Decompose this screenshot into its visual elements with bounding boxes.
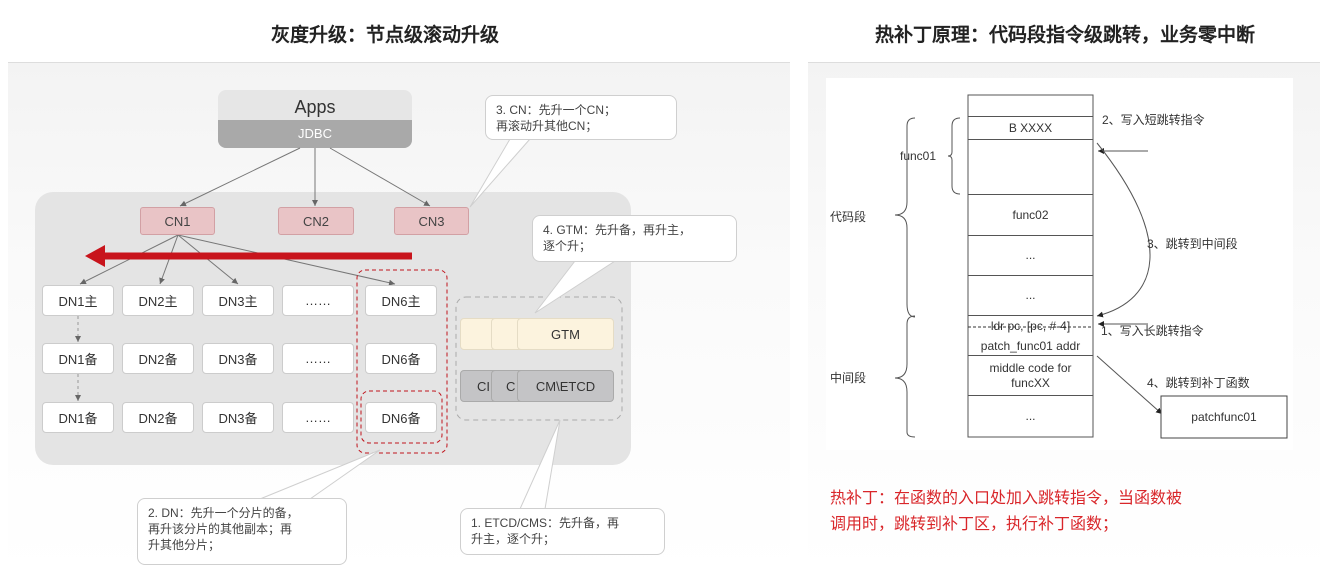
memory-cell: ldr pc, [pc, #-4]	[990, 319, 1071, 333]
callout-cn: 3. CN：先升一个CN； 再滚动升其他CN；	[485, 95, 677, 140]
memory-cell: middle code for funcXX	[968, 356, 1093, 396]
callout-etcd: 1. ETCD/CMS：先升备，再 升主，逐个升；	[460, 508, 665, 555]
dn-node: ……	[282, 402, 354, 433]
dn-node: DN1备	[42, 402, 114, 433]
dn-node: DN1主	[42, 285, 114, 316]
dn-node: DN3备	[202, 402, 274, 433]
func01-label: func01	[900, 149, 937, 163]
dn-node: DN6备	[365, 343, 437, 374]
cn3-node: CN3	[394, 207, 469, 235]
memory-cell: B XXXX	[968, 117, 1093, 140]
cm-etcd-card: CM\ETCD	[517, 370, 614, 402]
middle-segment-label: 中间段	[830, 371, 867, 385]
step3-label: 3、跳转到中间段	[1147, 237, 1238, 251]
patchfunc01-box: patchfunc01	[1191, 410, 1257, 424]
memory-cell: patch_func01 addr	[968, 337, 1093, 356]
step2-label: 2、写入短跳转指令	[1102, 113, 1205, 127]
dn-node: ……	[282, 343, 354, 374]
step1-label: 1、写入长跳转指令	[1101, 324, 1204, 338]
dn-node: DN2备	[122, 343, 194, 374]
hot-patch-note-1: 热补丁：在函数的入口处加入跳转指令，当函数被	[830, 490, 1183, 507]
dn-node: DN6主	[365, 285, 437, 316]
cn1-node: CN1	[140, 207, 215, 235]
dn-node: ……	[282, 285, 354, 316]
cn2-node: CN2	[278, 207, 354, 235]
dn-node: DN1备	[42, 343, 114, 374]
dn-node: DN2备	[122, 402, 194, 433]
code-segment-label: 代码段	[830, 210, 867, 224]
memory-cell	[968, 140, 1093, 195]
hot-patch-note-2: 调用时，跳转到补丁区，执行补丁函数；	[830, 516, 1119, 533]
callout-gtm: 4. GTM：先升备，再升主， 逐个升；	[532, 215, 737, 262]
right-title: 热补丁原理：代码段指令级跳转，业务零中断	[874, 25, 1255, 46]
dn-node: DN3备	[202, 343, 274, 374]
memory-cell: ...	[968, 276, 1093, 316]
dn-node: DN6备	[365, 402, 437, 433]
memory-cell: func02	[968, 195, 1093, 236]
dn-node: DN3主	[202, 285, 274, 316]
apps-box: Apps JDBC	[218, 90, 412, 148]
callout-dn: 2. DN：先升一个分片的备， 再升该分片的其他副本；再 升其他分片；	[137, 498, 347, 565]
apps-label: Apps	[294, 97, 336, 117]
memory-cell: ...	[1025, 409, 1036, 423]
gtm-card: GTM	[517, 318, 614, 350]
left-title: 灰度升级：节点级滚动升级	[270, 25, 499, 46]
memory-cell: ...	[968, 236, 1093, 276]
dn-node: DN2主	[122, 285, 194, 316]
step4-label: 4、跳转到补丁函数	[1147, 376, 1250, 390]
jdbc-label: JDBC	[218, 120, 412, 148]
memory-cell	[968, 95, 1093, 117]
